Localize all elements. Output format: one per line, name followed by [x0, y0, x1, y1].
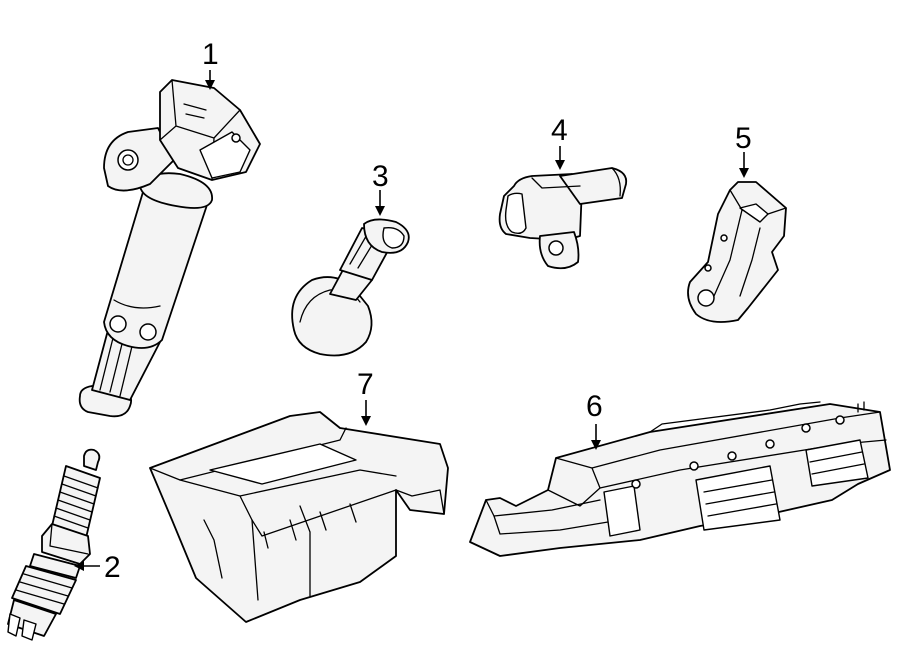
module-bracket-icon: [149, 411, 449, 623]
callout-arrows: [74, 70, 749, 571]
callout-1: 1: [202, 38, 219, 71]
callout-7: 7: [357, 368, 374, 401]
ignition-coil-icon: [78, 79, 261, 418]
spark-plug-icon: [7, 448, 101, 641]
callout-3: 3: [372, 160, 389, 193]
callout-6: 6: [586, 390, 603, 423]
pressure-sensor-icon: [687, 181, 787, 323]
callout-5: 5: [735, 122, 752, 155]
control-module-icon: [469, 401, 891, 557]
callout-4: 4: [551, 114, 568, 147]
knock-sensor-icon: [291, 218, 410, 357]
callout-2: 2: [104, 551, 121, 584]
position-sensor-icon: [498, 167, 628, 270]
